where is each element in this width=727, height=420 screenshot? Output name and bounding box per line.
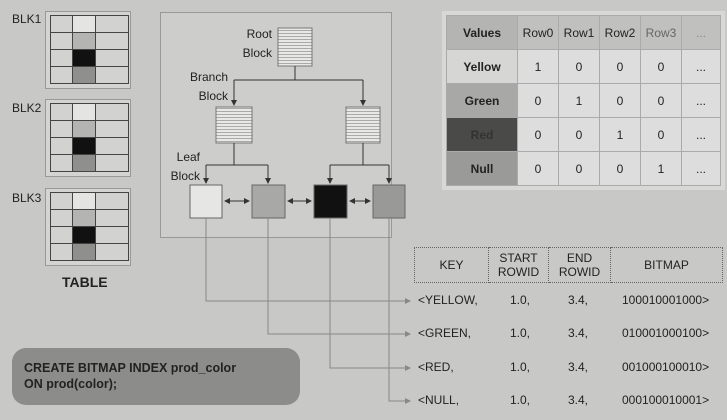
branch-block-left <box>215 106 253 144</box>
leaf-block-null <box>372 184 406 219</box>
table-block-3 <box>45 188 131 266</box>
index-entry-bitmap: 000100010001> <box>622 393 710 407</box>
table-block-2 <box>45 99 131 177</box>
index-entry-key: <RED, <box>418 360 454 374</box>
branch-block-right <box>345 106 381 144</box>
bitmap-index-header: KEY START ROWID END ROWID BITMAP <box>414 247 723 283</box>
table-row <box>50 209 129 227</box>
index-entry-key: <NULL, <box>418 393 460 407</box>
index-entry-bitmap: 001000100010> <box>622 360 710 374</box>
sql-line-2: ON prod(color); <box>24 377 118 391</box>
table-title: TABLE <box>62 274 108 290</box>
root-block <box>277 27 313 67</box>
sql-statement-box: CREATE BITMAP INDEX prod_color ON prod(c… <box>12 348 300 405</box>
block-rows-grid <box>50 15 129 84</box>
index-entry-end: 3.4, <box>568 393 589 407</box>
index-entry-start: 1.0, <box>510 326 531 340</box>
table-block-1 <box>45 11 131 89</box>
table-row <box>50 120 129 138</box>
index-entry-bitmap: 100010001000> <box>622 293 710 307</box>
table-row <box>50 15 129 33</box>
table-row <box>50 226 129 244</box>
blk3-label: BLK3 <box>12 191 42 205</box>
sql-line-1: CREATE BITMAP INDEX prod_color <box>24 361 237 375</box>
index-entry-bitmap: 010001000100> <box>622 326 710 340</box>
leaf-block-red <box>313 184 348 219</box>
blk1-label: BLK1 <box>12 12 42 26</box>
index-entry-end: 3.4, <box>568 293 589 307</box>
block-rows-grid <box>50 192 129 261</box>
index-entry-key: <YELLOW, <box>418 293 478 307</box>
index-entry-start: 1.0, <box>510 360 531 374</box>
block-rows-grid <box>50 103 129 172</box>
table-row <box>50 66 129 84</box>
index-entry-key: <GREEN, <box>418 326 472 340</box>
index-entry-end: 3.4, <box>568 360 589 374</box>
leaf-block-green <box>251 184 286 219</box>
table-row <box>50 154 129 172</box>
values-header-row: Values Row0 Row1 Row2 Row3 ... <box>446 15 721 50</box>
table-row <box>50 243 129 261</box>
table-row <box>50 49 129 67</box>
blk2-label: BLK2 <box>12 101 42 115</box>
index-entry-end: 3.4, <box>568 326 589 340</box>
leaf-block-yellow <box>189 184 223 219</box>
index-entry-start: 1.0, <box>510 293 531 307</box>
index-entry-start: 1.0, <box>510 393 531 407</box>
